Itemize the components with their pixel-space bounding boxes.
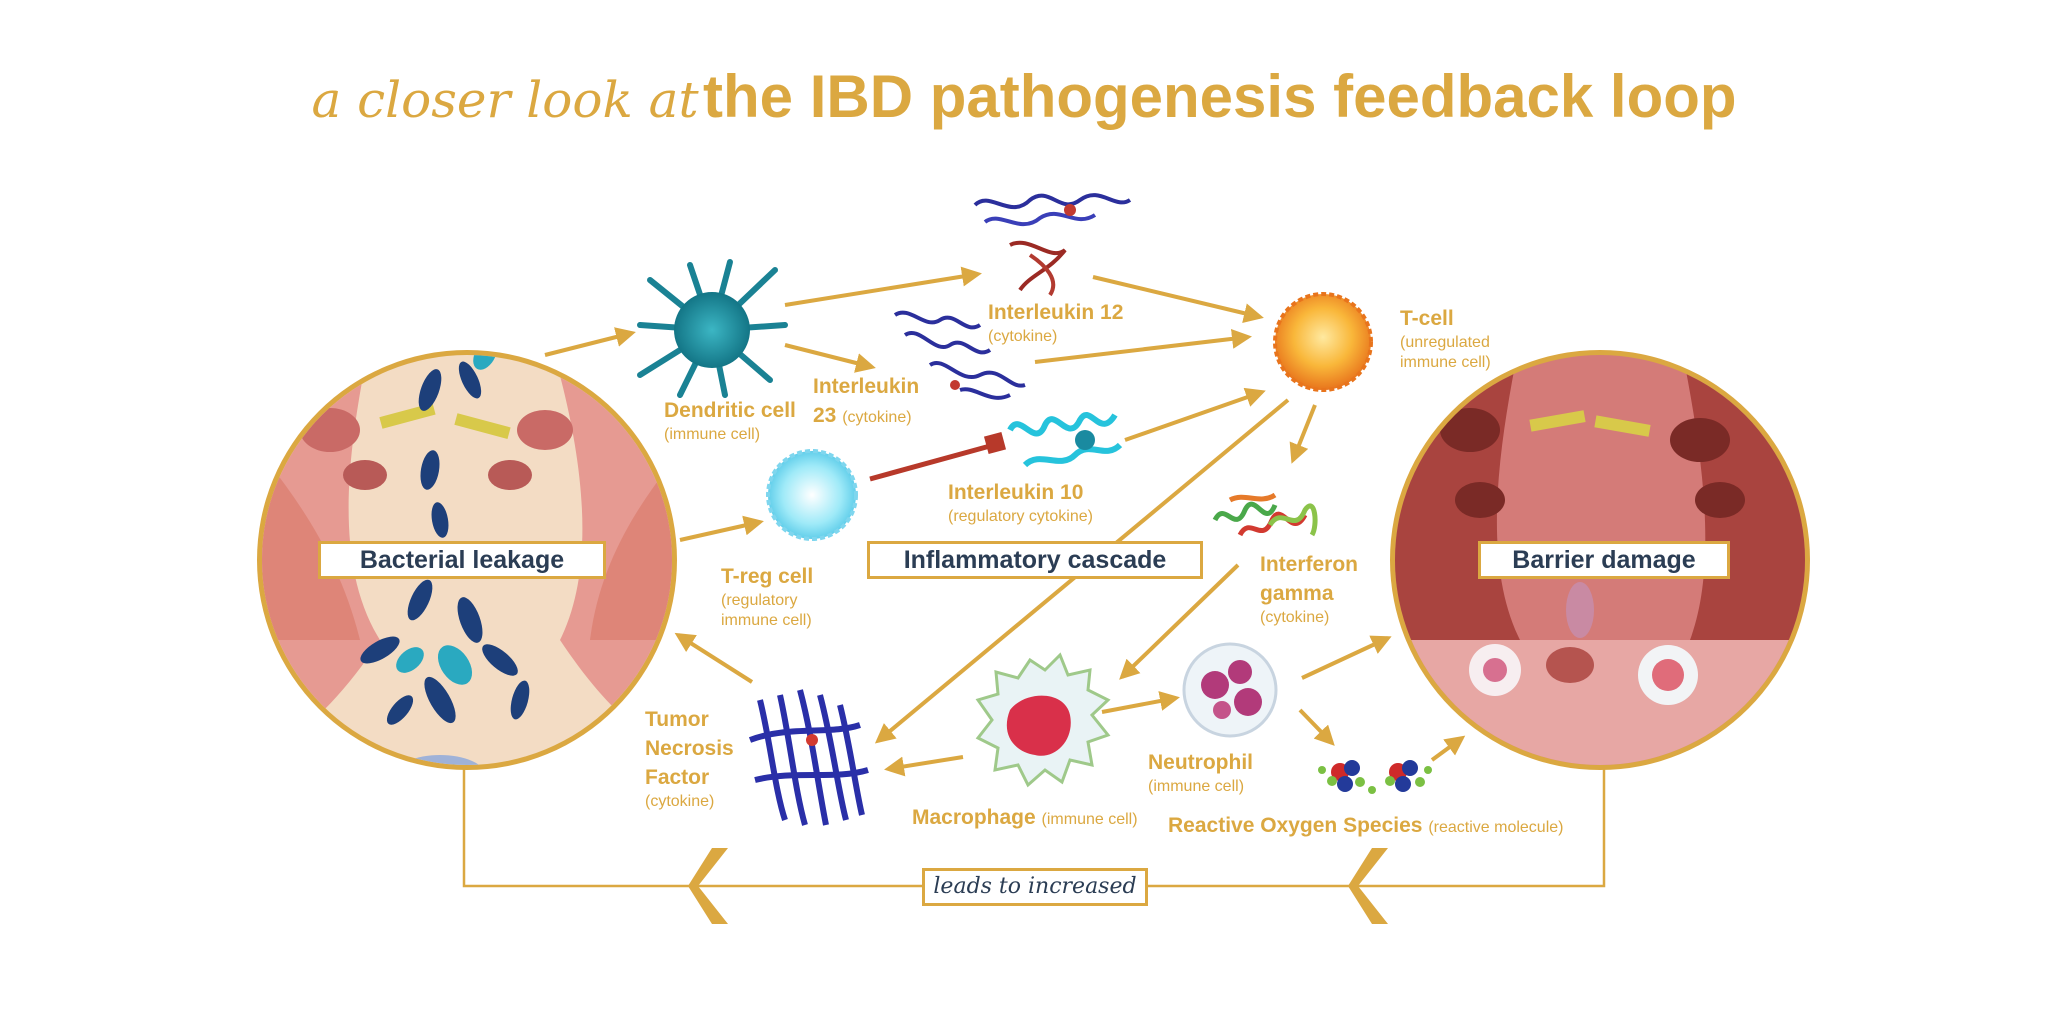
tnf-name-1: Tumor (645, 708, 709, 731)
tnf-protein-icon (748, 689, 869, 826)
macrophage-name: Macrophage (912, 806, 1036, 829)
t-cell-name: T-cell (1400, 307, 1454, 330)
dendritic-cell-label: Dendritic cell (immune cell) (664, 396, 796, 445)
interleukin-10-icon (1007, 412, 1123, 468)
interleukin-12-label: Interleukin 12 (cytokine) (988, 298, 1123, 347)
tnf-name-2: Necrosis (645, 737, 734, 760)
t-cell-sub-2: immune cell) (1400, 354, 1491, 371)
reactive-oxygen-species-icon (1318, 760, 1432, 794)
chevron-left-icon (688, 848, 728, 924)
macrophage-sub: (immune cell) (1041, 811, 1138, 828)
t-cell-sub-1: (unregulated (1400, 334, 1490, 351)
ros-label: Reactive Oxygen Species (reactive molecu… (1168, 811, 1563, 842)
interferon-gamma-sub: (cytokine) (1260, 609, 1330, 626)
tnf-name-3: Factor (645, 766, 710, 789)
macrophage-label: Macrophage (immune cell) (912, 803, 1138, 834)
interferon-gamma-name-1: Interferon (1260, 553, 1359, 576)
ros-sub: (reactive molecule) (1428, 819, 1564, 836)
t-reg-cell-sub-2: immune cell) (721, 612, 812, 629)
macrophage-icon (975, 652, 1111, 788)
barrier-damage-label: Barrier damage (1478, 541, 1730, 579)
interleukin-23-icon (893, 310, 1026, 400)
title-main: the IBD pathogenesis feedback loop (703, 63, 1737, 130)
t-reg-cell-sub-1: (regulatory (721, 592, 798, 609)
interleukin-23-name-2: 23 (813, 404, 837, 427)
interleukin-23-label: Interleukin 23 (cytokine) (813, 372, 919, 432)
interleukin-10-inhibition (869, 431, 1007, 482)
interleukin-10-name: Interleukin 10 (948, 481, 1084, 504)
t-cell-label: T-cell (unregulated immune cell) (1400, 304, 1491, 373)
interleukin-10-label: Interleukin 10 (regulatory cytokine) (948, 478, 1093, 527)
t-reg-cell-name: T-reg cell (721, 565, 814, 588)
interleukin-10-sub: (regulatory cytokine) (948, 508, 1093, 525)
t-reg-cell-icon (766, 449, 858, 541)
t-reg-cell-label: T-reg cell (regulatory immune cell) (721, 562, 813, 631)
interleukin-12-icon (973, 193, 1132, 297)
chevron-left-icon (1348, 848, 1388, 924)
bacterial-leakage-label: Bacterial leakage (318, 541, 606, 579)
neutrophil-label: Neutrophil (immune cell) (1148, 748, 1253, 797)
interferon-gamma-icon (1212, 492, 1318, 537)
t-cell-icon (1273, 292, 1373, 392)
ros-name: Reactive Oxygen Species (1168, 814, 1423, 837)
interleukin-23-sub: (cytokine) (842, 409, 912, 426)
dendritic-cell-sub: (immune cell) (664, 426, 761, 443)
neutrophil-icon (1182, 642, 1278, 738)
interleukin-12-sub: (cytokine) (988, 328, 1058, 345)
interleukin-12-name: Interleukin 12 (988, 301, 1124, 324)
bacteria-icon (360, 361, 530, 725)
interferon-gamma-name-2: gamma (1260, 582, 1334, 605)
interleukin-23-name-1: Interleukin (813, 375, 920, 398)
dendritic-cell-name: Dendritic cell (664, 399, 796, 422)
tnf-label: Tumor Necrosis Factor (cytokine) (645, 705, 734, 812)
inflammatory-cascade-label: Inflammatory cascade (867, 541, 1203, 579)
interferon-gamma-label: Interferon gamma (cytokine) (1260, 550, 1358, 628)
title-script: a closer look at (311, 71, 699, 129)
neutrophil-sub: (immune cell) (1148, 778, 1245, 795)
neutrophil-name: Neutrophil (1148, 751, 1253, 774)
dendritic-cell-icon (637, 259, 788, 398)
page-title: a closer look at the IBD pathogenesis fe… (0, 62, 2048, 131)
feedback-label: leads to increased (922, 868, 1148, 906)
tnf-sub: (cytokine) (645, 793, 715, 810)
